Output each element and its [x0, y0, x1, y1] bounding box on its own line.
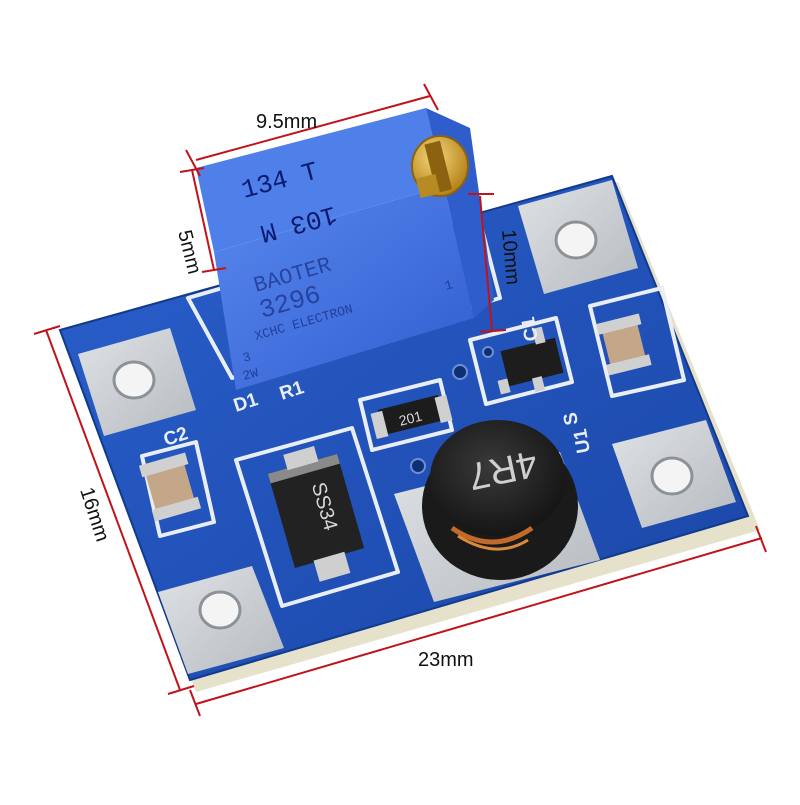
- vias: [410, 346, 494, 474]
- capacitor-c1: [596, 313, 652, 376]
- ic-u1: [497, 326, 564, 395]
- inductor-4r7: 4R7: [422, 420, 578, 580]
- resistor: 201: [370, 394, 453, 439]
- dimension-lines: [33, 83, 767, 717]
- label-c1: C1: [518, 315, 543, 343]
- pot-pin-1: 1: [443, 277, 455, 294]
- dim-pot-height: 10mm: [497, 229, 524, 286]
- dim-board-width: 23mm: [418, 649, 474, 671]
- hole-top-left: [112, 360, 156, 400]
- hole-bottom-right: [650, 456, 694, 496]
- corner-pads: [78, 180, 736, 674]
- hole-top-right: [554, 220, 598, 260]
- pot-pin-3: 3: [241, 349, 253, 366]
- label-u1: U1: [570, 427, 595, 455]
- pot-pin-2w: 2W: [241, 365, 260, 384]
- label-s: S: [560, 411, 583, 427]
- pot-top-face: [196, 108, 444, 252]
- hole-bottom-left: [198, 590, 242, 630]
- resistor-label: 201: [397, 408, 424, 429]
- diode-ss34: SS34: [267, 446, 365, 582]
- pot-front-face: [214, 186, 474, 390]
- dim-pot-width: 9.5mm: [256, 111, 317, 133]
- dim-pot-depth: 5mm: [173, 228, 205, 276]
- capacitor-c2: [138, 452, 202, 522]
- trimmer-potentiometer: 134 T 103 M BAOTER 3296 XCHC ELECTRON 3 …: [196, 108, 494, 390]
